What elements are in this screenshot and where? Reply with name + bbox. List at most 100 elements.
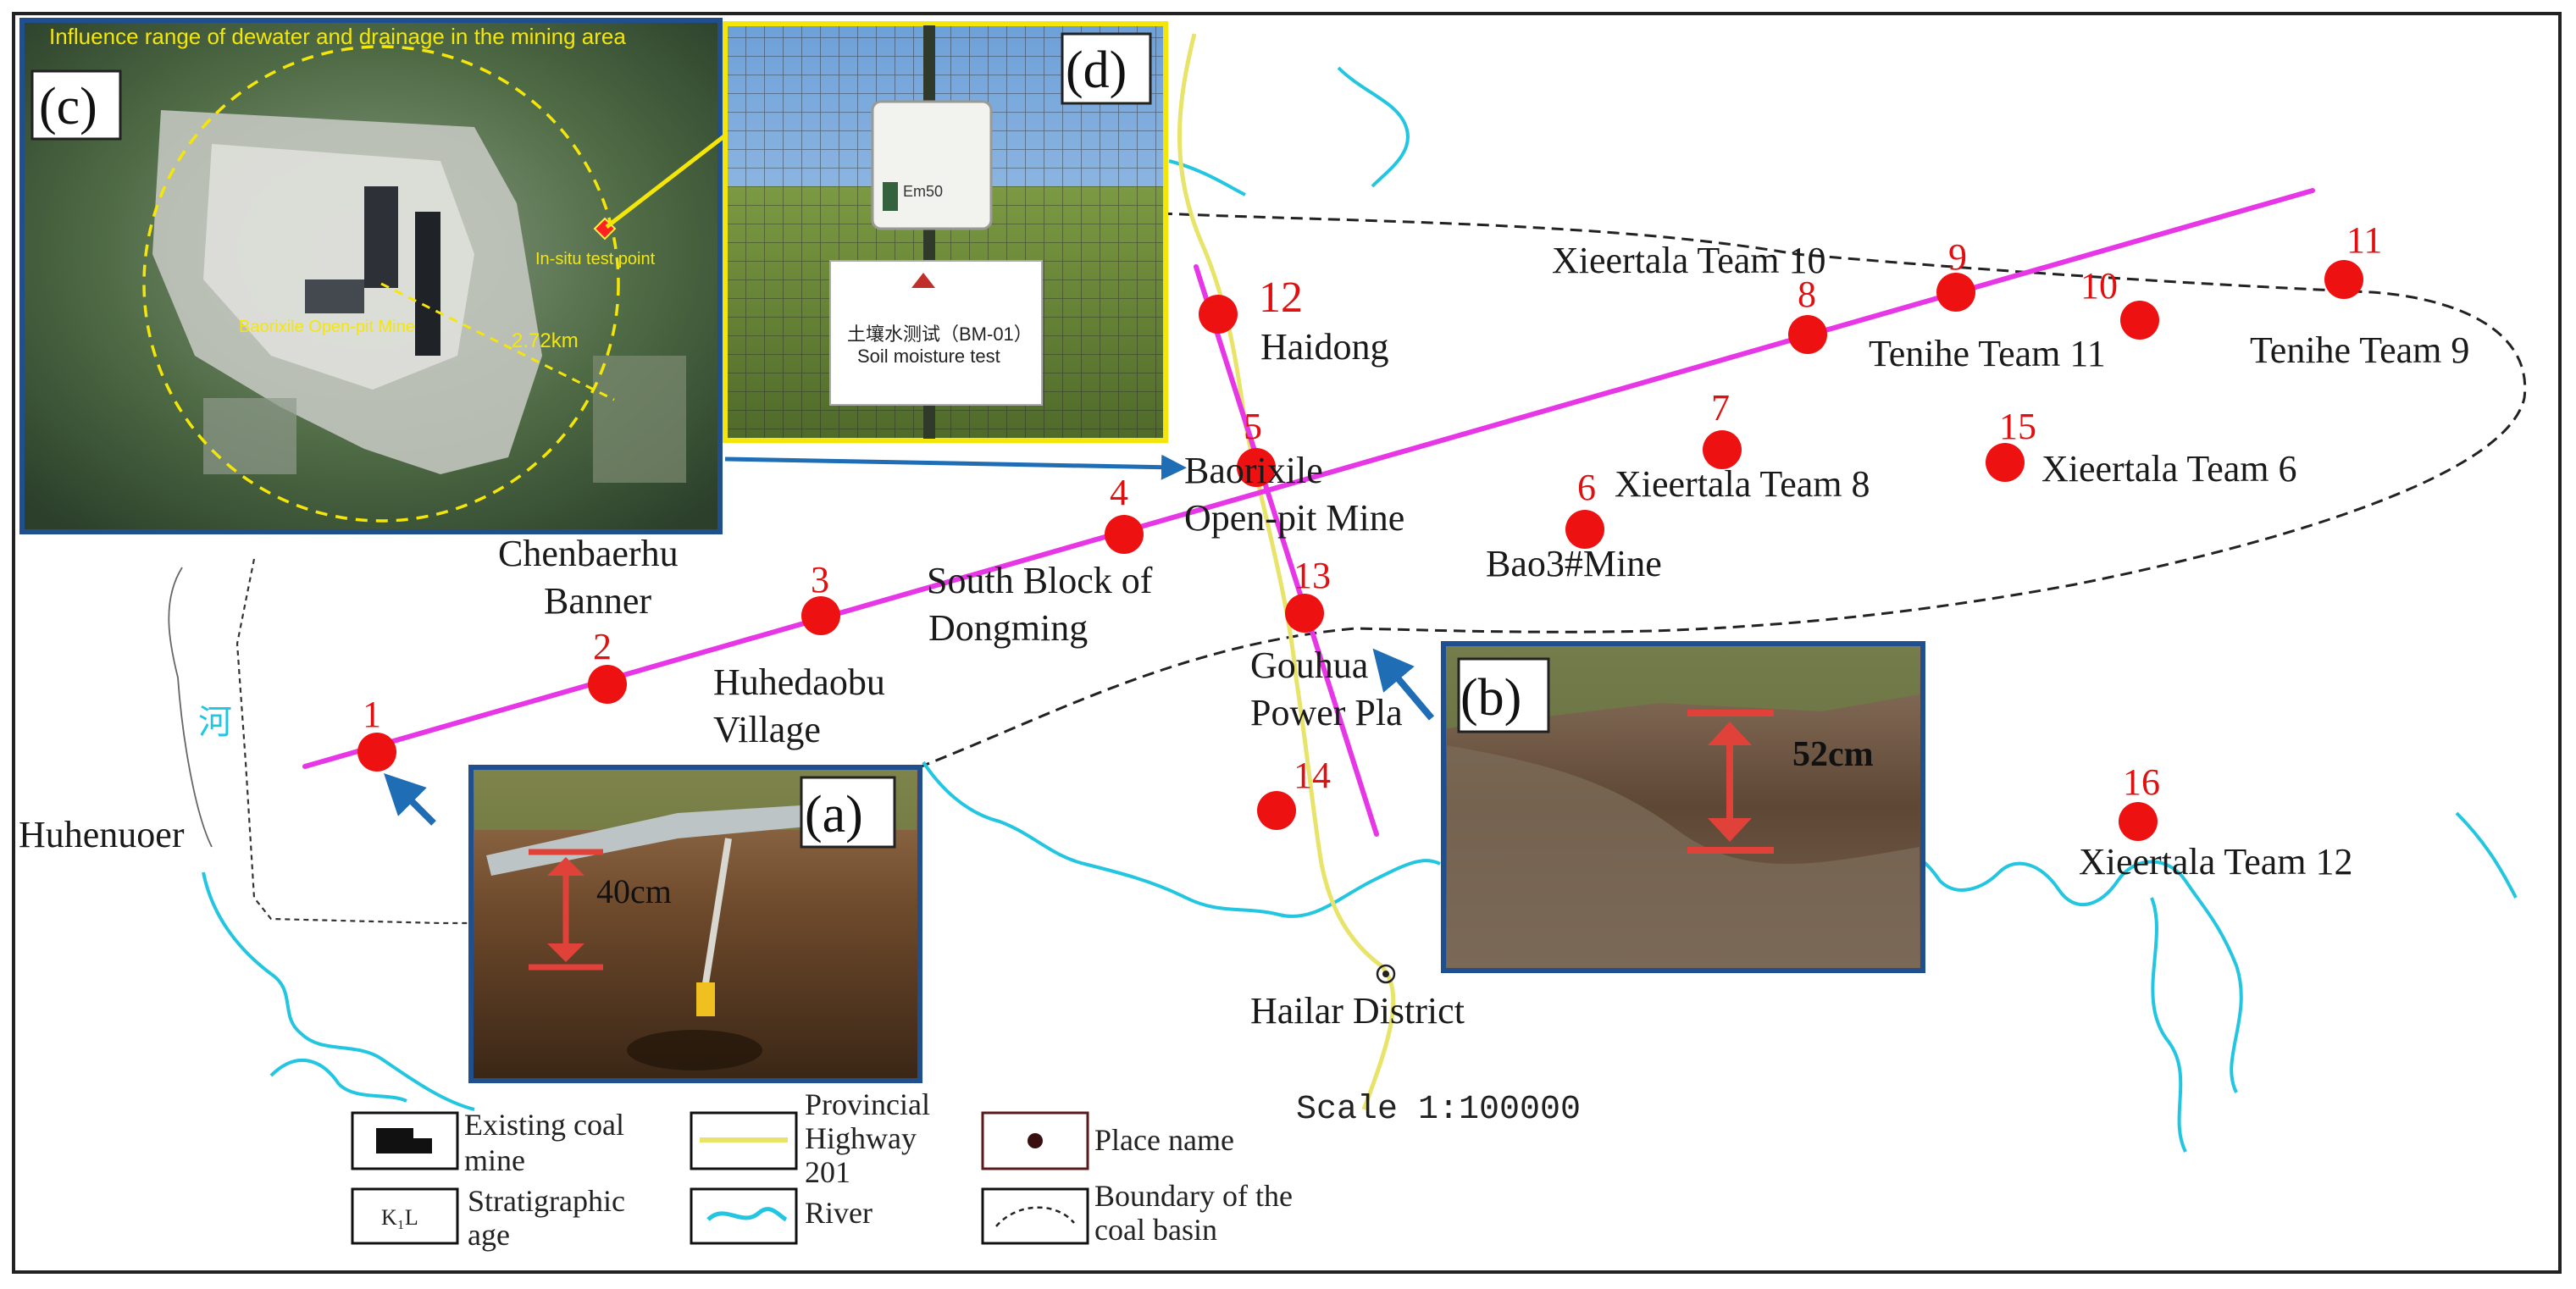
river-network <box>202 66 2518 1153</box>
place-label-gouhua-line2: Power Pla <box>1250 692 1403 733</box>
place-label-huhenuoer: Huhenuoer <box>19 814 185 855</box>
place-names: Huhenuoer Chenbaerhu Banner Huhedaobu Vi… <box>19 240 2469 1032</box>
legend-highway-line3: 201 <box>805 1155 850 1189</box>
sampling-sites <box>357 260 2363 841</box>
legend-highway-line2: Highway <box>805 1121 917 1155</box>
place-label-huhedaobu: Huhedaobu <box>713 661 885 703</box>
pointer-arrows <box>384 454 1435 826</box>
place-label-tenihe-11: Tenihe Team 11 <box>1869 333 2106 374</box>
place-label-chenbaerhu: Chenbaerhu <box>498 533 679 574</box>
site-point-14 <box>1257 791 1296 830</box>
provincial-highway-201 <box>1177 33 1396 1110</box>
place-label-haidong: Haidong <box>1260 326 1389 368</box>
panel-b-depth-marker <box>1687 710 1774 854</box>
legend-coal-mine-line2: mine <box>464 1143 525 1177</box>
panel-d-sign-en: Soil moisture test <box>857 346 1000 367</box>
place-label-xieertala-6: Xieertala Team 6 <box>2041 448 2297 490</box>
place-label-gouhua: Gouhua <box>1250 644 1368 686</box>
site-number: 8 <box>1798 274 1816 315</box>
legend-boundary-line2: coal basin <box>1094 1213 1217 1247</box>
legend-strat-age-line2: age <box>468 1218 510 1252</box>
coal-mine-symbol <box>376 1128 432 1153</box>
site-number: 9 <box>1948 236 1967 278</box>
place-label-chenbaerhu-line2: Banner <box>544 580 651 622</box>
site-point-9 <box>1936 273 1975 312</box>
site-point-4 <box>1105 515 1144 554</box>
site-point-13 <box>1285 594 1324 633</box>
panel-a-depth-marker <box>529 849 603 971</box>
site-number: 14 <box>1294 755 1331 796</box>
panel-d-sign-cn: 土壤水测试（BM-01） <box>847 324 1033 345</box>
site-number: 6 <box>1577 467 1596 508</box>
legend-river: River <box>805 1196 873 1230</box>
district-boundary <box>235 558 542 925</box>
legend-highway: Provincial <box>805 1087 930 1121</box>
legend-coal-mine: Existing coal <box>464 1108 624 1142</box>
place-label-bao3: Bao3#Mine <box>1486 543 1662 584</box>
panel-c-test-point: In-situ test point <box>535 250 656 268</box>
arrow-to-site-1 <box>384 773 436 826</box>
panel-a-tag: (a) <box>805 786 863 844</box>
site-point-3 <box>801 596 840 635</box>
place-label-south-block-line2: Dongming <box>928 607 1088 649</box>
site-point-11 <box>2324 260 2363 299</box>
place-label-xieertala-10: Xieertala Team 10 <box>1552 240 1826 281</box>
arrow-to-baorixile <box>724 454 1187 480</box>
district-symbol <box>1376 964 1396 984</box>
map-legend: Existing coal mine K₁L Stratigraphic age… <box>351 1087 1293 1252</box>
site-point-16 <box>2119 802 2158 841</box>
panel-c-radius: 2.72km <box>512 329 579 352</box>
site-number: 7 <box>1711 387 1730 429</box>
site-point-10 <box>2120 301 2159 340</box>
place-label-xieertala-8: Xieertala Team 8 <box>1615 463 1870 505</box>
site-number: 3 <box>811 559 829 600</box>
site-number: 12 <box>1259 274 1303 322</box>
site-number: 13 <box>1294 555 1331 596</box>
place-label-xieertala-12: Xieertala Team 12 <box>2079 841 2353 882</box>
panel-a-depth-label: 40cm <box>596 872 672 910</box>
site-point-12 <box>1199 295 1238 334</box>
strat-age-symbol: K₁L <box>381 1205 418 1230</box>
legend-place-name: Place name <box>1094 1123 1234 1157</box>
place-label-tenihe-9: Tenihe Team 9 <box>2250 329 2469 371</box>
legend-boundary: Boundary of the <box>1094 1179 1293 1213</box>
panel-d-device-label: Em50 <box>903 183 943 200</box>
site-number: 11 <box>2346 219 2382 261</box>
panel-b-tag: (b) <box>1460 669 1521 727</box>
panel-b-depth-label: 52cm <box>1792 735 1874 774</box>
site-number: 10 <box>2080 265 2118 307</box>
site-numbers: 1 2 3 4 5 6 7 8 9 10 11 12 13 14 15 16 <box>363 219 2382 803</box>
district-boundary-inner <box>168 567 213 848</box>
site-point-1 <box>357 733 396 772</box>
place-label-hailar: Hailar District <box>1250 990 1465 1032</box>
scale-label: Scale 1:100000 <box>1296 1091 1581 1129</box>
panel-c-title: Influence range of dewater and drainage … <box>49 24 626 49</box>
place-label-river: 河 <box>198 704 232 741</box>
place-label-huhedaobu-line2: Village <box>713 709 821 750</box>
river-symbol <box>706 1207 788 1222</box>
place-label-baorixile-line2: Open-pit Mine <box>1184 497 1404 539</box>
site-number: 4 <box>1110 472 1128 513</box>
site-number: 1 <box>363 694 381 735</box>
site-number: 16 <box>2123 761 2160 803</box>
site-point-6 <box>1565 510 1604 549</box>
site-point-7 <box>1703 430 1742 469</box>
panel-c-tag: (c) <box>39 78 97 136</box>
panel-b-photo: 52cm (b) <box>1441 641 1925 973</box>
site-number: 2 <box>593 626 612 667</box>
place-label-south-block: South Block of <box>927 560 1153 601</box>
panel-d-photo: Em50 土壤水测试（BM-01） Soil moisture test (d) <box>723 21 1168 443</box>
site-point-15 <box>1986 443 2025 482</box>
place-label-baorixile: Baorixile <box>1184 450 1323 491</box>
site-number: 5 <box>1244 406 1262 447</box>
place-name-symbol <box>1028 1133 1043 1148</box>
panel-d-tag: (d) <box>1066 41 1127 99</box>
boundary-symbol <box>995 1206 1075 1227</box>
coal-basin-boundary <box>719 212 2527 840</box>
site-number: 15 <box>1999 406 2036 447</box>
panel-a-photo: 40cm (a) <box>468 765 922 1083</box>
arrow-to-site-13 <box>1372 648 1435 721</box>
panel-d-connector <box>605 134 727 229</box>
site-point-2 <box>588 665 627 704</box>
